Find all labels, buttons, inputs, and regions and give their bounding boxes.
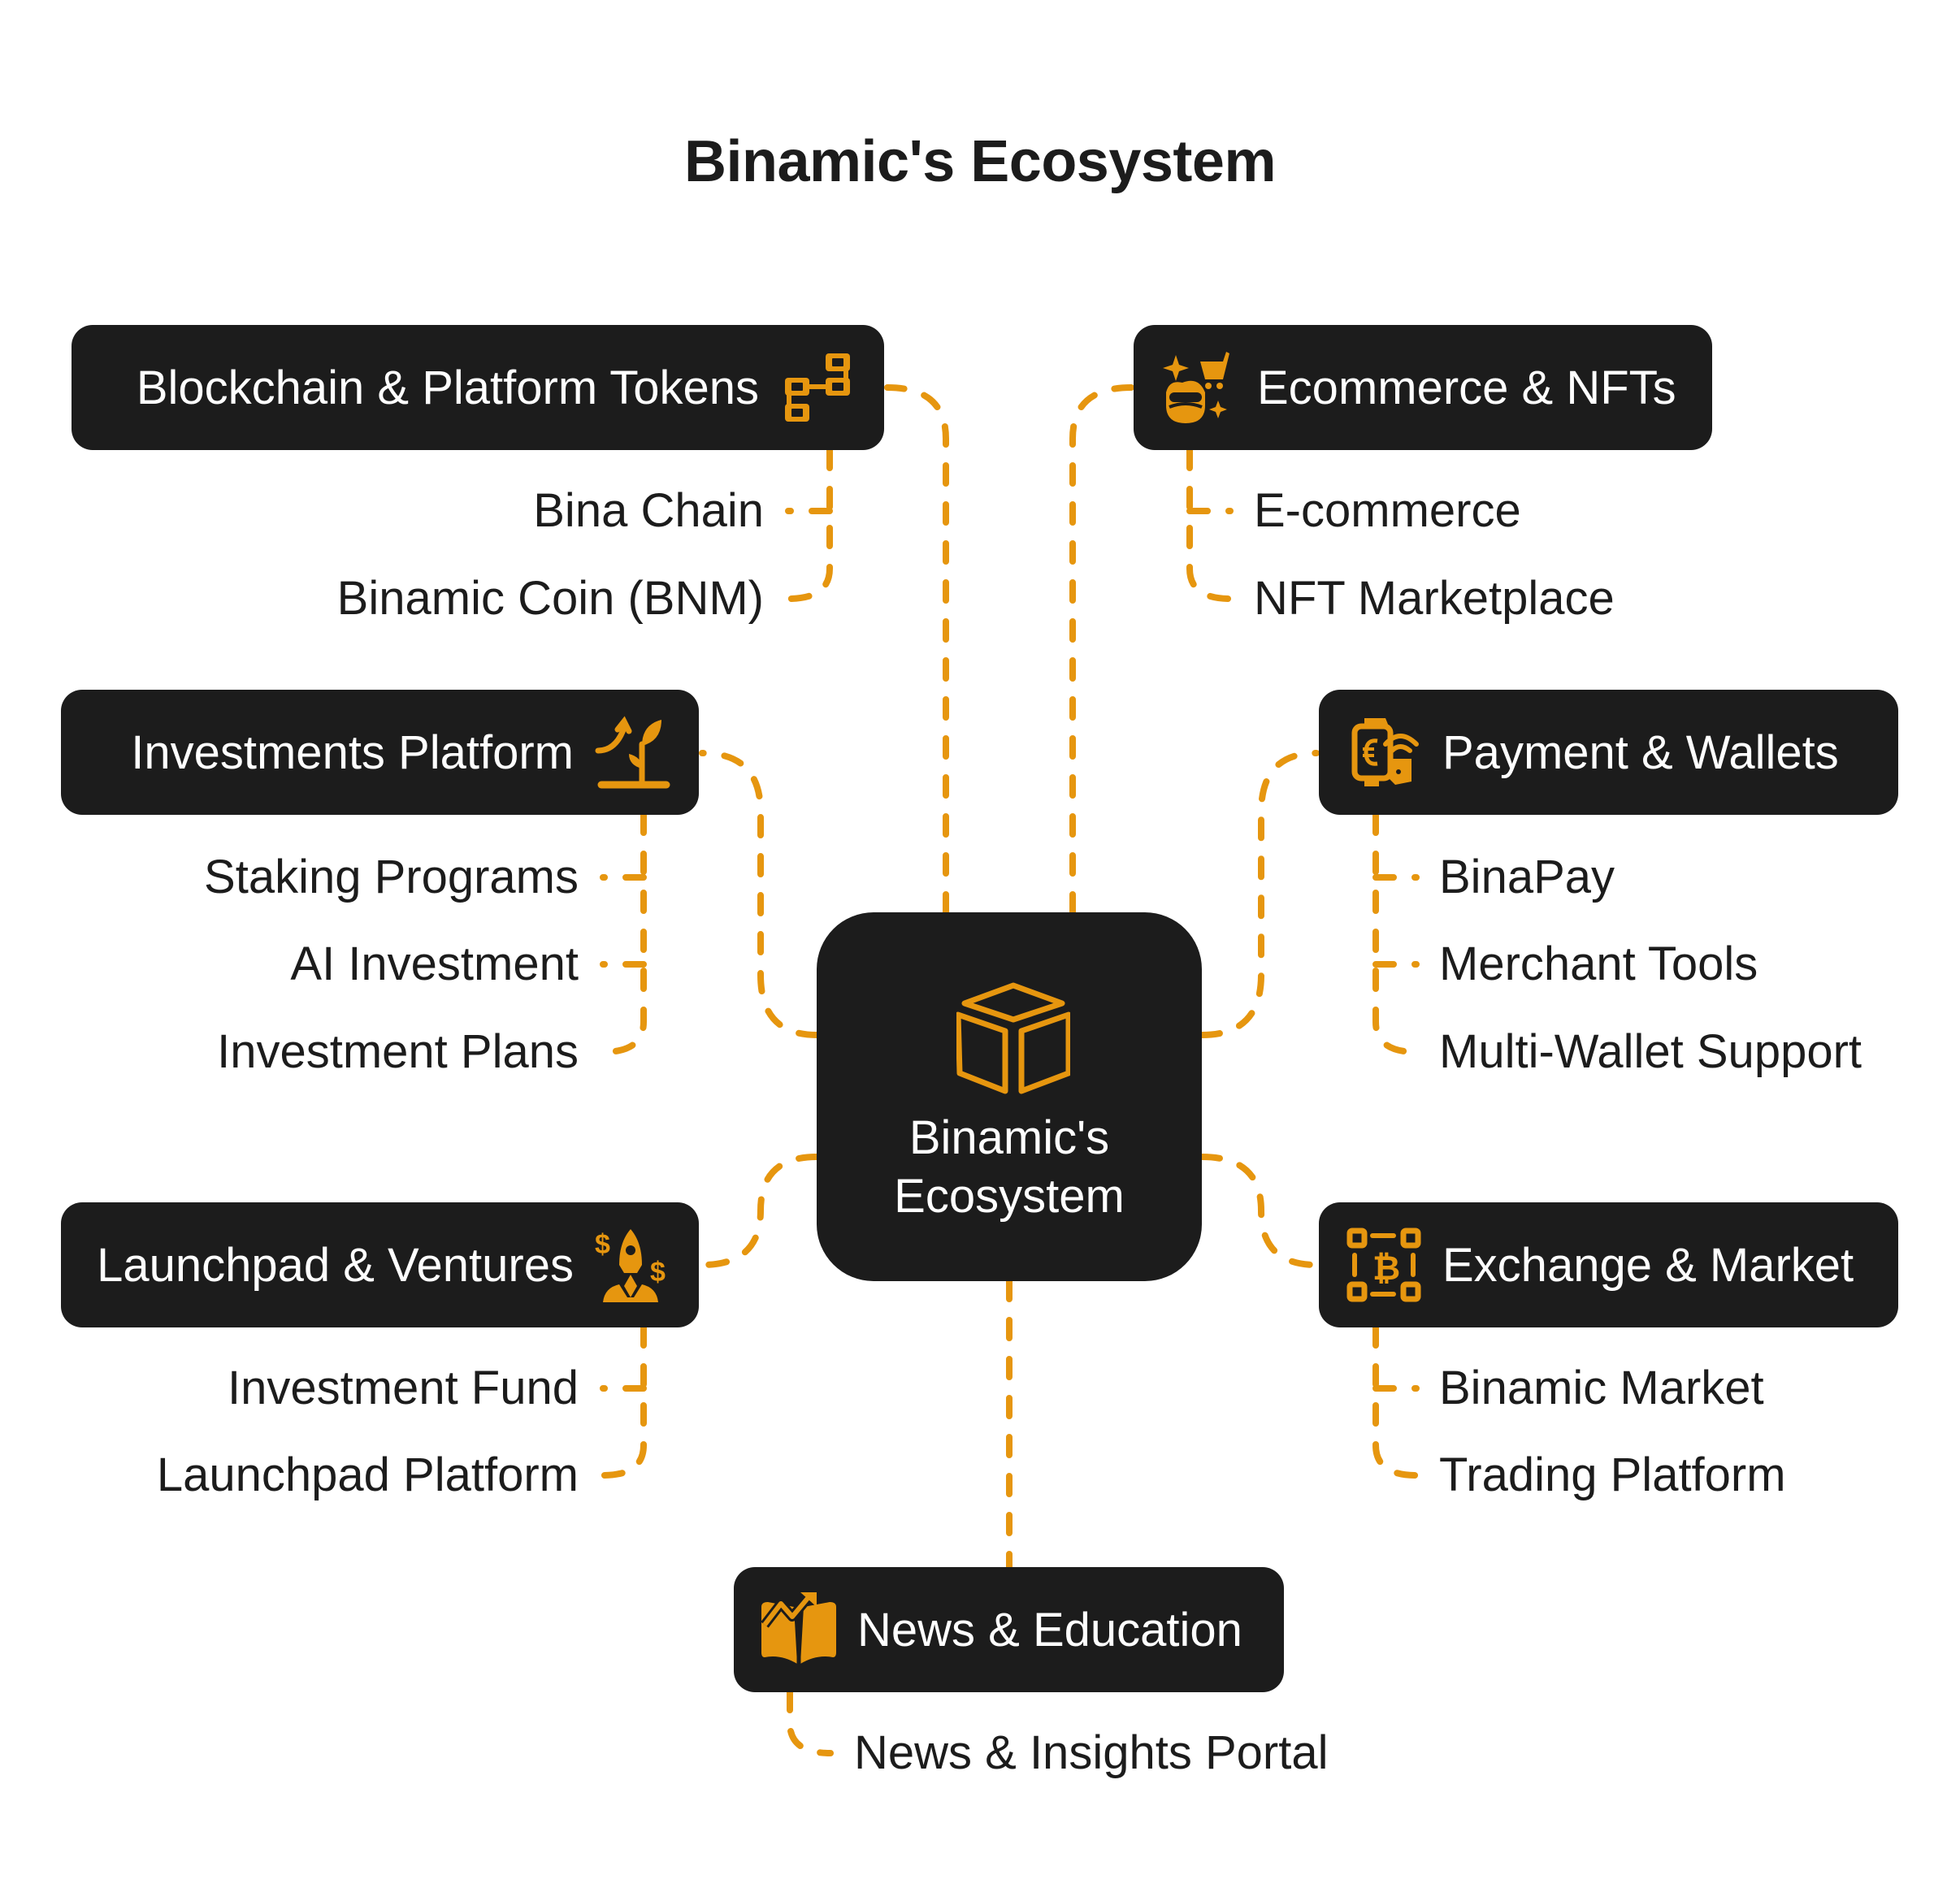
- node-label: Launchpad & Ventures: [97, 1238, 574, 1292]
- connector-center-blockchain: [884, 384, 949, 916]
- growth-plant-icon: [592, 712, 673, 793]
- cube-icon: [955, 979, 1072, 1097]
- smartwatch-euro-wallet-icon: [1343, 712, 1424, 793]
- center-label-line2: Ecosystem: [894, 1170, 1125, 1223]
- diagram-title: Binamic's Ecosystem: [684, 129, 1276, 194]
- node-label: Ecommerce & NFTs: [1257, 361, 1676, 414]
- child-trading-platform[interactable]: Trading Platform: [1439, 1448, 1786, 1501]
- child-launchpad-platform[interactable]: Launchpad Platform: [156, 1448, 579, 1501]
- node-label: Investments Platform: [131, 725, 574, 779]
- node-launchpad[interactable]: Launchpad & Ventures $ $: [61, 1202, 699, 1327]
- connector-center-payment: [1199, 750, 1320, 1038]
- book-trend-icon: [758, 1589, 839, 1670]
- child-binapay[interactable]: BinaPay: [1439, 851, 1615, 903]
- center-label: Binamic's Ecosystem: [817, 1109, 1202, 1226]
- node-exchange[interactable]: ₿ Exchange & Market: [1319, 1202, 1898, 1327]
- connector-investments-trunk: [600, 812, 647, 1055]
- node-investments[interactable]: Investments Platform: [61, 690, 699, 815]
- connector-payment-trunk: [1372, 812, 1420, 1055]
- child-staking-programs[interactable]: Staking Programs: [204, 851, 579, 903]
- node-label: Blockchain & Platform Tokens: [136, 361, 759, 414]
- node-payment[interactable]: Payment & Wallets: [1319, 690, 1898, 815]
- svg-text:₿: ₿: [1372, 1249, 1400, 1287]
- child-bina-chain[interactable]: Bina Chain: [533, 484, 764, 537]
- child-binamic-coin[interactable]: Binamic Coin (BNM): [336, 572, 764, 625]
- bitcoin-exchange-icon: ₿: [1343, 1224, 1424, 1306]
- svg-text:$: $: [595, 1229, 610, 1260]
- child-investment-fund[interactable]: Investment Fund: [228, 1362, 579, 1414]
- child-news-insights-portal[interactable]: News & Insights Portal: [854, 1726, 1329, 1779]
- connector-exchange-trunk: [1372, 1324, 1420, 1479]
- child-multi-wallet-support[interactable]: Multi-Wallet Support: [1439, 1025, 1862, 1078]
- connector-ecommerce-trunk: [1186, 447, 1234, 602]
- svg-text:$: $: [650, 1257, 666, 1288]
- node-news[interactable]: News & Education: [734, 1567, 1284, 1692]
- node-label: Payment & Wallets: [1442, 725, 1839, 779]
- child-binamic-market[interactable]: Binamic Market: [1439, 1362, 1764, 1414]
- connector-center-launchpad: [699, 1154, 820, 1268]
- vr-avatar-shopping-cart-icon: [1158, 347, 1239, 428]
- node-ecommerce[interactable]: Ecommerce & NFTs: [1134, 325, 1712, 450]
- node-blockchain[interactable]: Blockchain & Platform Tokens: [72, 325, 884, 450]
- connector-blockchain-trunk: [785, 447, 833, 602]
- child-nft-marketplace[interactable]: NFT Marketplace: [1254, 572, 1615, 625]
- node-label: News & Education: [857, 1603, 1242, 1656]
- center-label-line1: Binamic's: [908, 1111, 1110, 1164]
- node-label: Exchange & Market: [1442, 1238, 1854, 1292]
- center-node[interactable]: Binamic's Ecosystem: [817, 912, 1202, 1281]
- connector-center-ecommerce: [1069, 384, 1134, 916]
- connector-launchpad-trunk: [600, 1324, 647, 1479]
- child-merchant-tools[interactable]: Merchant Tools: [1439, 938, 1758, 990]
- connector-center-investments: [699, 750, 820, 1038]
- child-e-commerce[interactable]: E-commerce: [1254, 484, 1521, 537]
- blockchain-blocks-icon: [777, 347, 858, 428]
- child-ai-investment[interactable]: AI Investment: [290, 938, 579, 990]
- connector-news-trunk: [787, 1689, 834, 1756]
- child-investment-plans[interactable]: Investment Plans: [217, 1025, 579, 1078]
- rocket-dollar-icon: $ $: [592, 1224, 673, 1306]
- connector-center-exchange: [1199, 1154, 1320, 1268]
